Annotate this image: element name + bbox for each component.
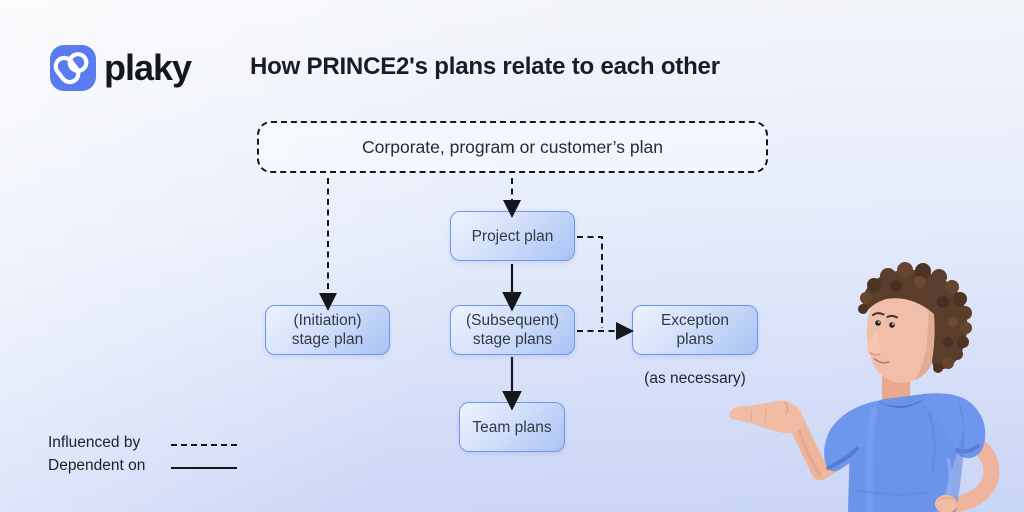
legend-solid-line-sample: [171, 467, 237, 469]
legend-influenced-by-label: Influenced by: [48, 434, 141, 451]
as-necessary-note: (as necessary): [644, 370, 746, 387]
plaky-logo-icon: [50, 45, 96, 91]
node-exception-line2: plans: [676, 331, 714, 348]
node-corporate-plan: Corporate, program or customer’s plan: [257, 121, 768, 173]
node-exception-line1: Exception: [660, 312, 730, 329]
node-subsequent-line2: stage plans: [472, 331, 553, 348]
node-initiation-stage-plan: (Initiation) stage plan: [265, 305, 390, 355]
node-corporate-plan-label: Corporate, program or customer’s plan: [362, 136, 663, 157]
node-subsequent-stage-plans: (Subsequent) stage plans: [450, 305, 575, 355]
node-project-plan: Project plan: [450, 211, 575, 261]
legend-dependent-on-label: Dependent on: [48, 457, 146, 474]
node-project-plan-label: Project plan: [471, 227, 554, 245]
node-subsequent-line1: (Subsequent): [465, 312, 560, 329]
node-team-plans: Team plans: [459, 402, 565, 452]
arrow-project-to-exception-elbow: [577, 236, 603, 328]
brand-wordmark: plaky: [104, 47, 192, 88]
node-exception-plans: Exception plans: [632, 305, 758, 355]
plaky-logo-glyph: [53, 52, 89, 85]
node-initiation-line2: stage plan: [291, 331, 364, 348]
page-title: How PRINCE2's plans relate to each other: [250, 53, 720, 80]
node-initiation-line1: (Initiation): [293, 312, 362, 329]
node-team-plans-label: Team plans: [472, 418, 552, 436]
legend-dashed-line-sample: [171, 444, 237, 446]
mascot-illustration: [729, 262, 1000, 512]
